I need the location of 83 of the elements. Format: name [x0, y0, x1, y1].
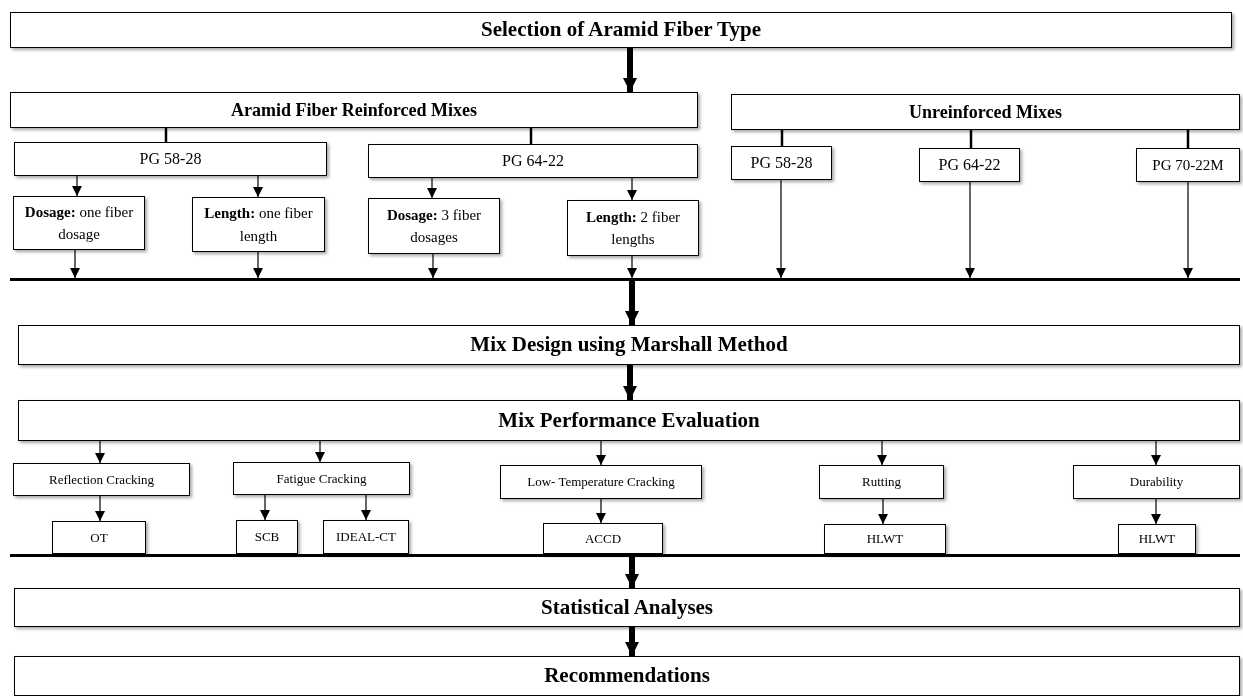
- box-text: Low- Temperature Cracking: [527, 473, 675, 492]
- process-box: [18, 325, 1240, 365]
- arrow: [596, 498, 606, 524]
- process-box: [14, 588, 1240, 627]
- arrow: [72, 175, 82, 197]
- arrow: [1151, 440, 1161, 466]
- arrow: [776, 179, 786, 279]
- box-text: PG 58-28: [750, 153, 813, 173]
- box-text: OT: [90, 528, 108, 547]
- box-text: Recommendations: [544, 662, 710, 690]
- box-text: ACCD: [584, 529, 622, 548]
- process-box: [500, 465, 702, 499]
- arrow: [625, 627, 639, 656]
- arrow: [428, 253, 438, 279]
- box-text: Selection of Aramid Fiber Type: [481, 16, 761, 44]
- process-box: [731, 94, 1240, 130]
- box-text: Dosage: one fiber dosage: [23, 202, 135, 244]
- process-box: [1136, 148, 1240, 182]
- arrow: [627, 255, 637, 279]
- process-box: [1073, 465, 1240, 499]
- arrow: [965, 181, 975, 279]
- process-box: [236, 520, 298, 554]
- box-text: PG 64-22: [938, 155, 1001, 175]
- process-box: [323, 520, 409, 554]
- process-box: [13, 196, 145, 250]
- process-box: [52, 521, 146, 554]
- arrow: [1151, 498, 1161, 525]
- arrow: [627, 177, 637, 201]
- box-text: Rutting: [862, 473, 901, 492]
- box-text: Length: 2 fiber lengths: [584, 207, 682, 249]
- arrow: [625, 281, 639, 325]
- box-text: SCB: [254, 528, 280, 547]
- box-text: IDEAL-CT: [336, 528, 396, 547]
- box-text: Mix Design using Marshall Method: [470, 331, 788, 359]
- process-box: [10, 92, 698, 128]
- process-box: [819, 465, 944, 499]
- process-box: [14, 142, 327, 176]
- process-box: [14, 656, 1240, 696]
- divider-bar: [10, 278, 1240, 281]
- arrow: [877, 440, 887, 466]
- box-text: Statistical Analyses: [540, 593, 714, 621]
- arrow: [427, 177, 437, 199]
- arrow: [878, 498, 888, 525]
- arrow: [253, 175, 263, 198]
- process-box: [192, 197, 325, 252]
- process-box: [543, 523, 663, 554]
- box-text: Durability: [1129, 473, 1184, 492]
- process-box: [919, 148, 1020, 182]
- arrow: [253, 251, 263, 279]
- process-box: [1118, 524, 1196, 554]
- arrow: [95, 495, 105, 522]
- arrow: [260, 494, 270, 521]
- box-text: Mix Performance Evaluation: [498, 406, 760, 434]
- process-box: [731, 146, 832, 180]
- box-text: PG 64-22: [502, 151, 564, 171]
- process-box: [368, 144, 698, 178]
- process-box: [13, 463, 190, 496]
- divider-bar: [10, 554, 1240, 557]
- arrow: [1183, 181, 1193, 279]
- box-text: PG 70-22M: [1152, 155, 1224, 175]
- arrow: [315, 440, 325, 463]
- box-text: Reflection Cracking: [48, 470, 155, 489]
- process-box: [567, 200, 699, 256]
- box-text: Unreinforced Mixes: [909, 100, 1062, 124]
- process-box: [233, 462, 410, 495]
- process-box: [824, 524, 946, 554]
- box-text: HLWT: [866, 530, 904, 549]
- box-text: Dosage: 3 fiber dosages: [385, 205, 483, 247]
- process-box: [18, 400, 1240, 441]
- process-box: [368, 198, 500, 254]
- box-text: Fatigue Cracking: [276, 469, 367, 488]
- box-text: PG 58-28: [139, 149, 202, 169]
- arrow: [361, 494, 371, 521]
- arrow: [70, 249, 80, 279]
- process-box: [10, 12, 1232, 48]
- box-text: Length: one fiber length: [203, 204, 314, 246]
- arrow: [625, 557, 639, 588]
- box-text: Aramid Fiber Reinforced Mixes: [231, 98, 477, 122]
- arrow: [623, 48, 637, 92]
- box-text: HLWT: [1138, 530, 1176, 549]
- arrow: [95, 440, 105, 464]
- arrow: [596, 440, 606, 466]
- arrow: [623, 365, 637, 400]
